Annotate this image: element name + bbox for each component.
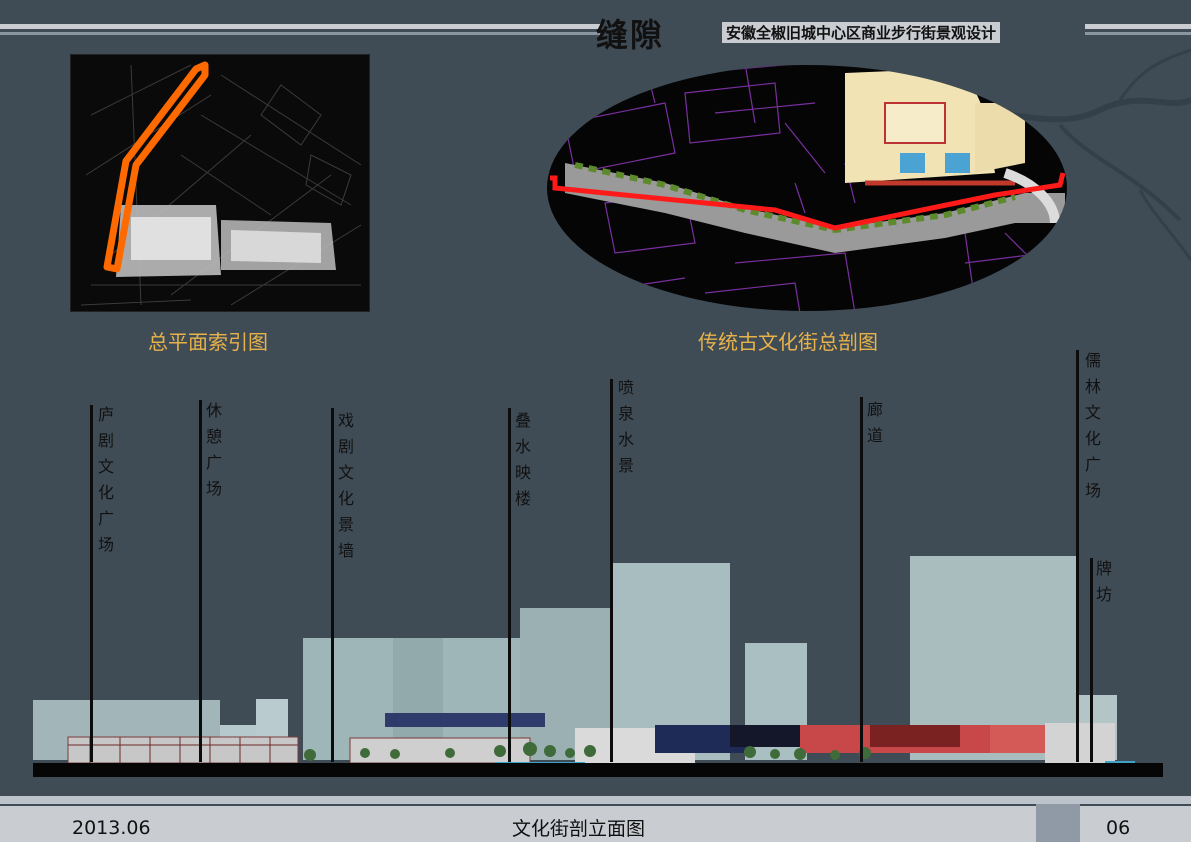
callout-line-fountain: [610, 379, 613, 762]
callout-line-archway: [1090, 558, 1093, 762]
label-rest-plaza: 休憩广场: [206, 401, 223, 498]
label-corridor: 廊道: [867, 400, 884, 445]
callout-line-cascade: [508, 408, 511, 762]
label-rulin-plaza: 儒林文化广场: [1085, 351, 1102, 500]
page-subtitle: 安徽全椒旧城中心区商业步行街景观设计: [722, 22, 1001, 43]
label-luju-plaza: 庐剧文化广场: [98, 405, 115, 554]
caption-section-plan: 传统古文化街总剖图: [698, 330, 878, 354]
header-rule: [0, 22, 1191, 40]
callout-line-opera: [331, 408, 334, 762]
logo: 缝隙: [596, 16, 665, 54]
footer-bar: [0, 796, 1191, 842]
street-elevation-drawing: [33, 556, 1163, 777]
callout-line-corridor: [860, 397, 863, 762]
callout-line-rulin: [1076, 350, 1079, 762]
site-plan-drawing: [80, 61, 362, 306]
caption-plan-index: 总平面索引图: [148, 330, 268, 354]
route-highlight: [103, 61, 209, 273]
label-archway: 牌坊: [1096, 559, 1113, 604]
label-opera-wall: 戏剧文化景墙: [338, 411, 355, 560]
street-section-plan: [547, 65, 1067, 311]
page-number: 06: [1106, 817, 1131, 839]
label-fountain: 喷泉水景: [618, 378, 635, 475]
section-cut-line: [550, 172, 1066, 231]
label-cascade: 叠水映楼: [515, 411, 532, 508]
footer-title: 文化街剖立面图: [512, 818, 646, 840]
callout-line-luju: [90, 405, 93, 762]
callout-line-rest: [199, 400, 202, 762]
site-plan-index-map: [70, 54, 370, 312]
footer-date: 2013.06: [72, 817, 151, 839]
